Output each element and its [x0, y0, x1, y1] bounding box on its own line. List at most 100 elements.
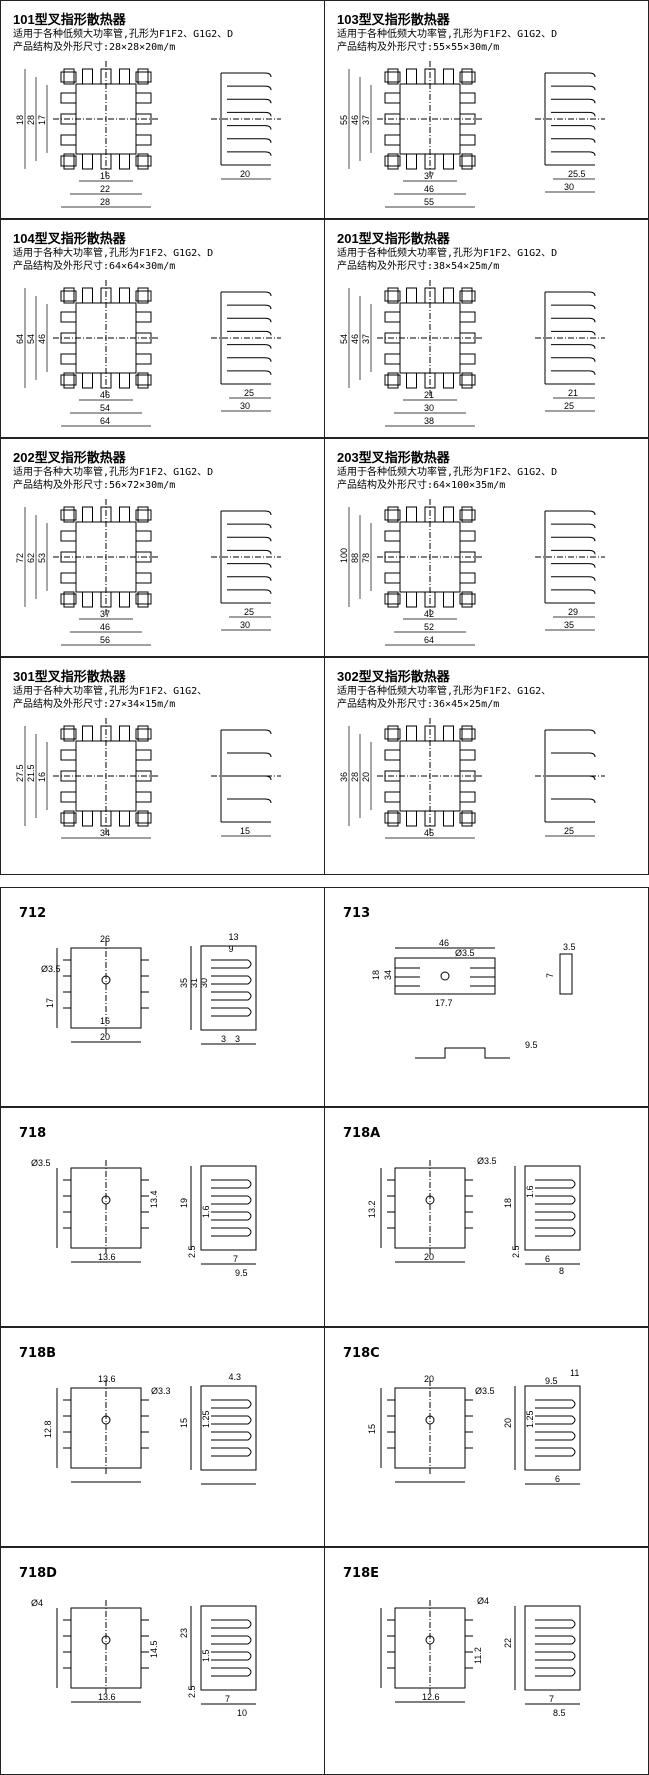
side-profile	[200, 1385, 257, 1471]
fin-profile	[227, 576, 272, 581]
fin	[135, 812, 152, 824]
fin-profile	[551, 523, 596, 529]
dimension-label: 8	[559, 1266, 564, 1276]
fin-profile	[227, 98, 272, 104]
fin	[135, 92, 152, 104]
fin	[137, 153, 149, 170]
fin	[406, 506, 417, 523]
profile-view	[415, 1047, 510, 1059]
dimension-label: 28	[100, 197, 110, 207]
dimension-label: 15	[179, 1418, 189, 1428]
usage-text: 适用于各种低频大功率管,孔形为F1F2、G1G2、D	[337, 248, 558, 259]
dimension-label: 2.5	[187, 1245, 197, 1258]
fin	[459, 374, 476, 386]
fin-slot	[211, 1651, 252, 1661]
dimension-label: 1.25	[525, 1410, 535, 1428]
model-code: 718	[19, 1126, 47, 1141]
fin	[82, 68, 93, 85]
fin	[384, 728, 401, 740]
usage-text: 适用于各种大功率管,孔形为F1F2、G1G2、D	[13, 248, 214, 259]
fin-profile	[551, 317, 596, 323]
dimension-label: 3	[235, 1034, 240, 1044]
fin	[459, 290, 476, 302]
dimension-label: 30	[564, 182, 574, 192]
fin-profile	[227, 317, 272, 323]
fin	[63, 591, 75, 608]
dimension-label: 34	[383, 970, 393, 980]
fin-profile	[551, 151, 596, 156]
dimension-label: Ø3.5	[455, 948, 475, 958]
dimension-label: 23	[179, 1628, 189, 1638]
fin	[60, 290, 77, 302]
dimension-label: 1.6	[201, 1205, 211, 1218]
fin	[384, 311, 401, 323]
dimension-label: 35	[564, 620, 574, 630]
fin	[137, 372, 149, 389]
fin-profile	[227, 523, 272, 529]
fin	[459, 134, 476, 146]
fin-profile	[551, 536, 596, 542]
dimension-label: 78	[361, 553, 371, 563]
dimension-label: 20	[240, 169, 250, 179]
fin	[459, 92, 476, 104]
dimension-label: 3.5	[563, 942, 576, 952]
fin	[387, 591, 399, 608]
fin	[135, 71, 152, 83]
product-title: 103型叉指形散热器	[337, 12, 450, 27]
fin	[135, 155, 152, 167]
dimension-label: 20	[424, 1374, 434, 1384]
fin-profile	[551, 370, 596, 375]
dimension-label: 17	[45, 998, 55, 1008]
fin	[384, 71, 401, 83]
fin	[443, 372, 454, 389]
fin	[63, 68, 75, 85]
fin-slot	[211, 1667, 252, 1677]
fin-profile	[551, 549, 596, 555]
dimension-label: 6	[555, 1474, 560, 1484]
fin-profile	[551, 357, 596, 362]
dimension-label: 45	[424, 828, 434, 838]
fin-slot	[211, 1179, 252, 1189]
fin-profile	[227, 111, 272, 117]
dimension-label: Ø3.3	[151, 1386, 171, 1396]
fin	[461, 591, 473, 608]
dimension-label: 3	[221, 1034, 226, 1044]
fin-slot	[211, 1227, 252, 1237]
dimension-label: 1.6	[525, 1185, 535, 1198]
fin	[119, 810, 130, 827]
fin-profile	[551, 85, 596, 91]
fin	[461, 287, 473, 304]
side-profile	[200, 945, 257, 1031]
fin	[384, 593, 401, 605]
dimension-label: 62	[26, 553, 36, 563]
fin	[135, 353, 152, 365]
fin-slot	[535, 1399, 576, 1409]
fin-profile	[221, 291, 272, 297]
fin-profile	[227, 563, 272, 568]
dimension-label: 10	[237, 1708, 247, 1718]
dimension-label: 7	[545, 973, 555, 978]
dimension-label: 25.5	[568, 169, 586, 179]
fin-profile	[551, 125, 596, 130]
dimension-label: 16	[100, 171, 110, 181]
fin	[459, 353, 476, 365]
dimension-label: 15	[367, 1424, 377, 1434]
dimension-label: 46	[424, 184, 434, 194]
model-code: 718C	[343, 1346, 380, 1361]
fin-profile	[545, 72, 596, 78]
fin	[459, 728, 476, 740]
fin	[459, 509, 476, 521]
product-title: 201型叉指形散热器	[337, 231, 450, 246]
dimension-label: Ø3.5	[41, 964, 61, 974]
dimension-label: 46	[37, 334, 47, 344]
product-title: 202型叉指形散热器	[13, 450, 126, 465]
dimension-label: 22	[100, 184, 110, 194]
dimension-label: 25	[564, 401, 574, 411]
